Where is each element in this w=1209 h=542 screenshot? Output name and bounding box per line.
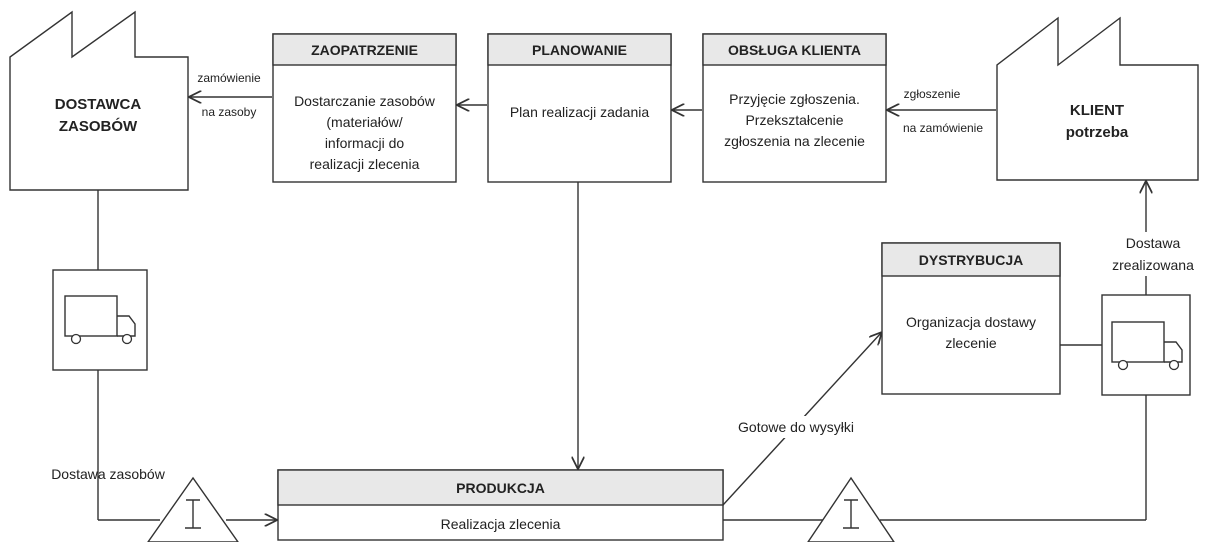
- obsluga-klienta-body-2: Przekształcenie: [745, 112, 843, 128]
- delivery-done-label-line2: zrealizowana: [1112, 257, 1194, 273]
- supplier-factory: DOSTAWCA ZASOBÓW: [9, 10, 189, 191]
- dystrybucja-body-1: Organizacja dostawy: [906, 314, 1036, 330]
- supplier-name-line1: DOSTAWCA: [55, 96, 142, 113]
- zaopatrzenie-body-1: Dostarczanie zasobów: [294, 93, 436, 109]
- delivery-label-bg: [1108, 232, 1206, 276]
- obsluga-klienta-header: [702, 33, 887, 66]
- inventory-triangle-icon: [807, 476, 895, 542]
- truck-icon: [1111, 321, 1183, 371]
- ready-to-ship-label: Gotowe do wysyłki: [738, 419, 854, 435]
- produkcja-title: PRODUKCJA: [456, 480, 545, 496]
- planowanie-body-1: Plan realizacji zadania: [510, 104, 650, 120]
- client-truck-card: [1101, 294, 1191, 396]
- inventory-triangle-icon: [147, 476, 239, 542]
- order-label-line1: zamówienie: [197, 71, 261, 85]
- zaopatrzenie-body-3: informacji do: [325, 135, 405, 151]
- client-name-line2: potrzeba: [1066, 124, 1129, 141]
- ready-label-bg: [720, 416, 872, 438]
- dystrybucja-title: DYSTRYBUCJA: [919, 252, 1024, 268]
- client-name-line1: KLIENT: [1070, 102, 1124, 119]
- zaopatrzenie-body-4: realizacji zlecenia: [310, 156, 420, 172]
- obsluga-klienta-body-3: zgłoszenia na zlecenie: [724, 133, 865, 149]
- obsluga-klienta-box: OBSŁUGA KLIENTA Przyjęcie zgłoszenia. Pr…: [702, 33, 887, 183]
- dystrybucja-box: DYSTRYBUCJA Organizacja dostawy zlecenie: [881, 242, 1061, 395]
- resource-delivery-label: Dostawa zasobów: [51, 466, 166, 482]
- factory-icon: [9, 10, 189, 191]
- zaopatrzenie-body-2: (materiałów/: [326, 114, 402, 130]
- dystrybucja-body-2: zlecenie: [945, 335, 997, 351]
- planowanie-title: PLANOWANIE: [532, 42, 627, 58]
- produkcja-body-1: Realizacja zlecenia: [441, 516, 561, 532]
- factory-icon: [996, 16, 1199, 181]
- zaopatrzenie-header: [272, 33, 457, 66]
- delivery-done-label-line1: Dostawa: [1126, 235, 1181, 251]
- order-label-line2: na zasoby: [202, 105, 257, 119]
- produkcja-header: [277, 469, 724, 506]
- obsluga-klienta-title: OBSŁUGA KLIENTA: [728, 42, 861, 58]
- zaopatrzenie-title: ZAOPATRZENIE: [311, 42, 418, 58]
- supplier-name-line2: ZASOBÓW: [59, 117, 138, 135]
- request-label-line2: na zamówienie: [903, 121, 983, 135]
- zaopatrzenie-box: ZAOPATRZENIE Dostarczanie zasobów (mater…: [272, 33, 457, 183]
- obsluga-klienta-body-1: Przyjęcie zgłoszenia.: [729, 91, 860, 107]
- dystrybucja-header: [881, 242, 1061, 277]
- truck-icon: [64, 295, 136, 345]
- produkcja-box: PRODUKCJA Realizacja zlecenia: [277, 469, 724, 541]
- request-label-line1: zgłoszenie: [904, 87, 961, 101]
- supplier-truck-card: [52, 269, 148, 371]
- client-factory: KLIENT potrzeba: [996, 16, 1199, 181]
- planowanie-header: [487, 33, 672, 66]
- planowanie-box: PLANOWANIE Plan realizacji zadania: [487, 33, 672, 183]
